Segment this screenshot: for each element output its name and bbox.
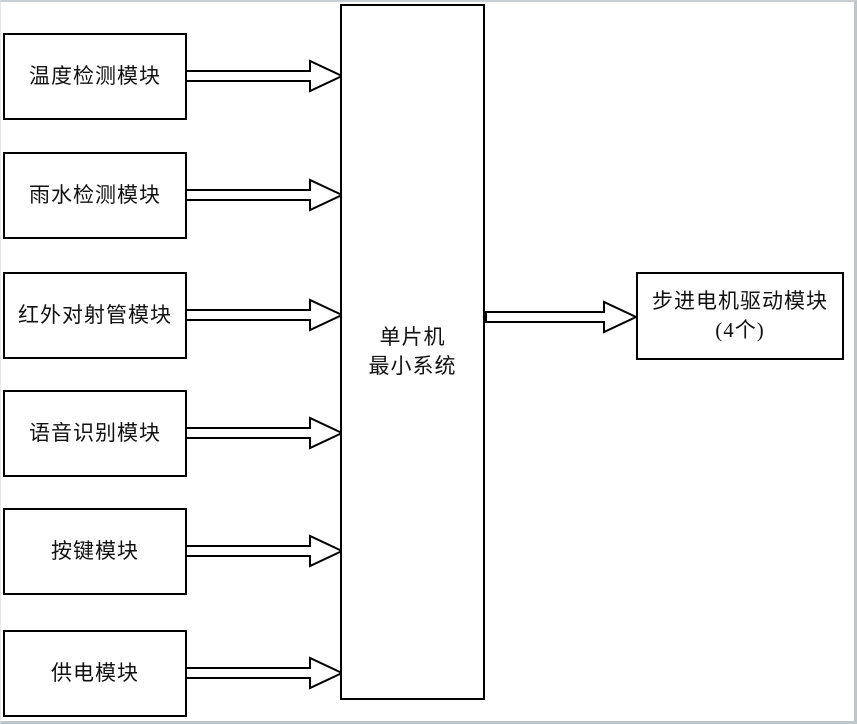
module-box-voice: 语音识别模块 [3,390,187,477]
module-label-voice: 语音识别模块 [29,421,161,445]
mcu-label-line2: 最小系统 [368,354,457,378]
module-box-keys: 按键模块 [3,508,187,595]
mcu-label-line1: 单片机 [379,325,446,349]
stepper-label-line1: 步进电机驱动模块 [652,289,828,313]
module-label-power: 供电模块 [51,661,139,685]
arrow-mcu-to-stepper [485,300,639,334]
arrow-infrared-to-mcu [185,298,345,332]
module-box-rain: 雨水检测模块 [3,152,187,239]
module-label-temperature: 温度检测模块 [29,64,161,88]
arrow-keys-to-mcu [185,534,345,568]
module-box-stepper-driver: 步进电机驱动模块 (4个) [636,272,844,360]
module-box-temperature: 温度检测模块 [3,33,187,120]
module-label-keys: 按键模块 [51,539,139,563]
module-label-rain: 雨水检测模块 [29,183,161,207]
arrow-rain-to-mcu [185,178,345,212]
arrow-power-to-mcu [185,656,345,690]
arrow-temperature-to-mcu [185,59,345,93]
module-box-power: 供电模块 [3,630,187,717]
arrow-voice-to-mcu [185,416,345,450]
module-label-infrared: 红外对射管模块 [18,303,172,327]
module-box-infrared: 红外对射管模块 [3,272,187,359]
module-box-mcu: 单片机 最小系统 [340,4,485,700]
stepper-label-line2: (4个) [715,318,765,342]
